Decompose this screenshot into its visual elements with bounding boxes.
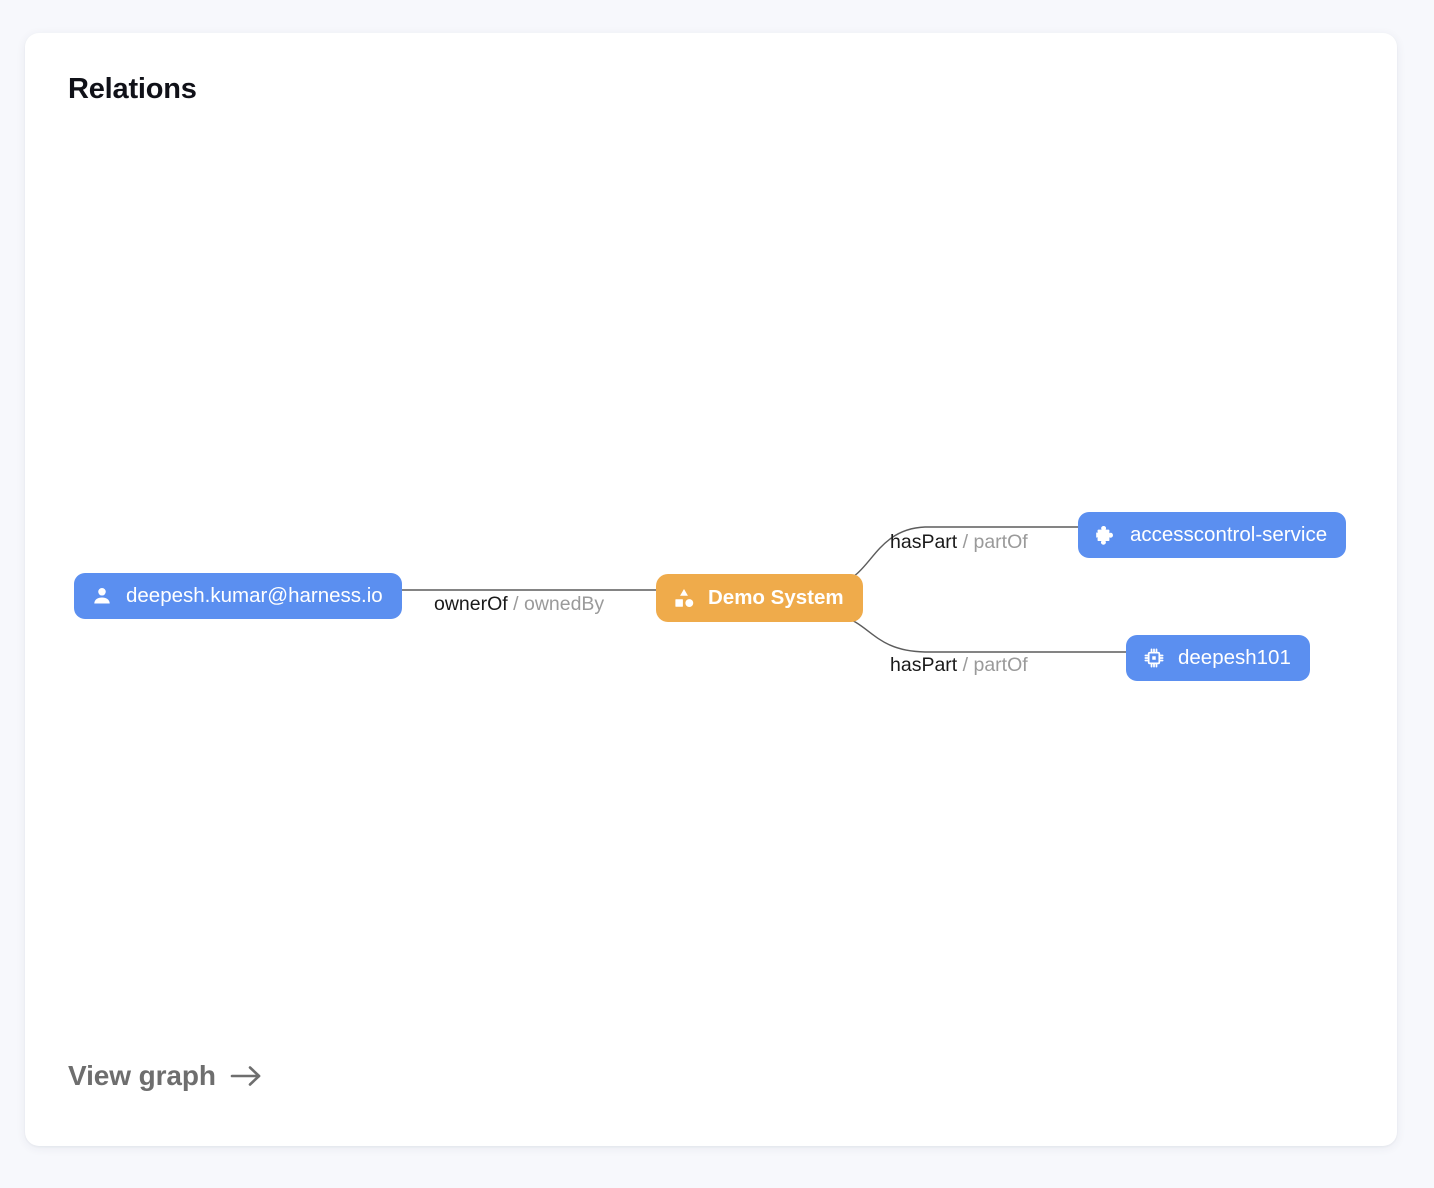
relations-card: Relations deepesh.kumar@harness.io <box>25 33 1397 1146</box>
edge-label-forward: hasPart <box>890 654 958 676</box>
graph-node-label: deepesh.kumar@harness.io <box>126 583 383 607</box>
graph-node-label: deepesh101 <box>1178 645 1291 669</box>
graph-node-resource[interactable]: deepesh101 <box>1126 635 1310 681</box>
graph-node-label: accesscontrol-service <box>1130 522 1328 546</box>
edge-label-separator: / <box>513 593 519 615</box>
edge-label-reverse: ownedBy <box>523 593 605 615</box>
page-title: Relations <box>68 73 197 105</box>
edge-label-separator: / <box>962 531 969 553</box>
graph-node-user[interactable]: deepesh.kumar@harness.io <box>74 573 402 619</box>
edge-label-reverse: partOf <box>973 654 1028 676</box>
graph-node-label: Demo System <box>708 585 844 609</box>
edge-label-has-part-component: hasPart / partOf <box>890 531 1028 553</box>
graph-node-system[interactable]: Demo System <box>656 574 863 622</box>
edge-label-has-part-resource: hasPart / partOf <box>890 654 1028 676</box>
edge-label-reverse: partOf <box>973 531 1028 553</box>
edge-label-forward: hasPart <box>890 531 958 553</box>
edge-label-separator: / <box>962 654 969 676</box>
puzzle-icon <box>1094 523 1118 547</box>
edge-label-owner-of: ownerOf / ownedBy <box>434 593 605 615</box>
edge-has-part-resource <box>840 615 1126 653</box>
relations-graph[interactable]: deepesh.kumar@harness.io Demo System acc… <box>25 33 1397 1146</box>
view-graph-link[interactable]: View graph <box>68 1060 262 1092</box>
shapes-icon <box>672 586 696 610</box>
chip-icon <box>1142 646 1166 670</box>
view-graph-label: View graph <box>68 1060 216 1091</box>
edge-label-forward: ownerOf <box>434 593 508 615</box>
graph-node-component[interactable]: accesscontrol-service <box>1078 512 1347 558</box>
arrow-right-icon <box>230 1063 262 1089</box>
person-icon <box>90 584 114 608</box>
